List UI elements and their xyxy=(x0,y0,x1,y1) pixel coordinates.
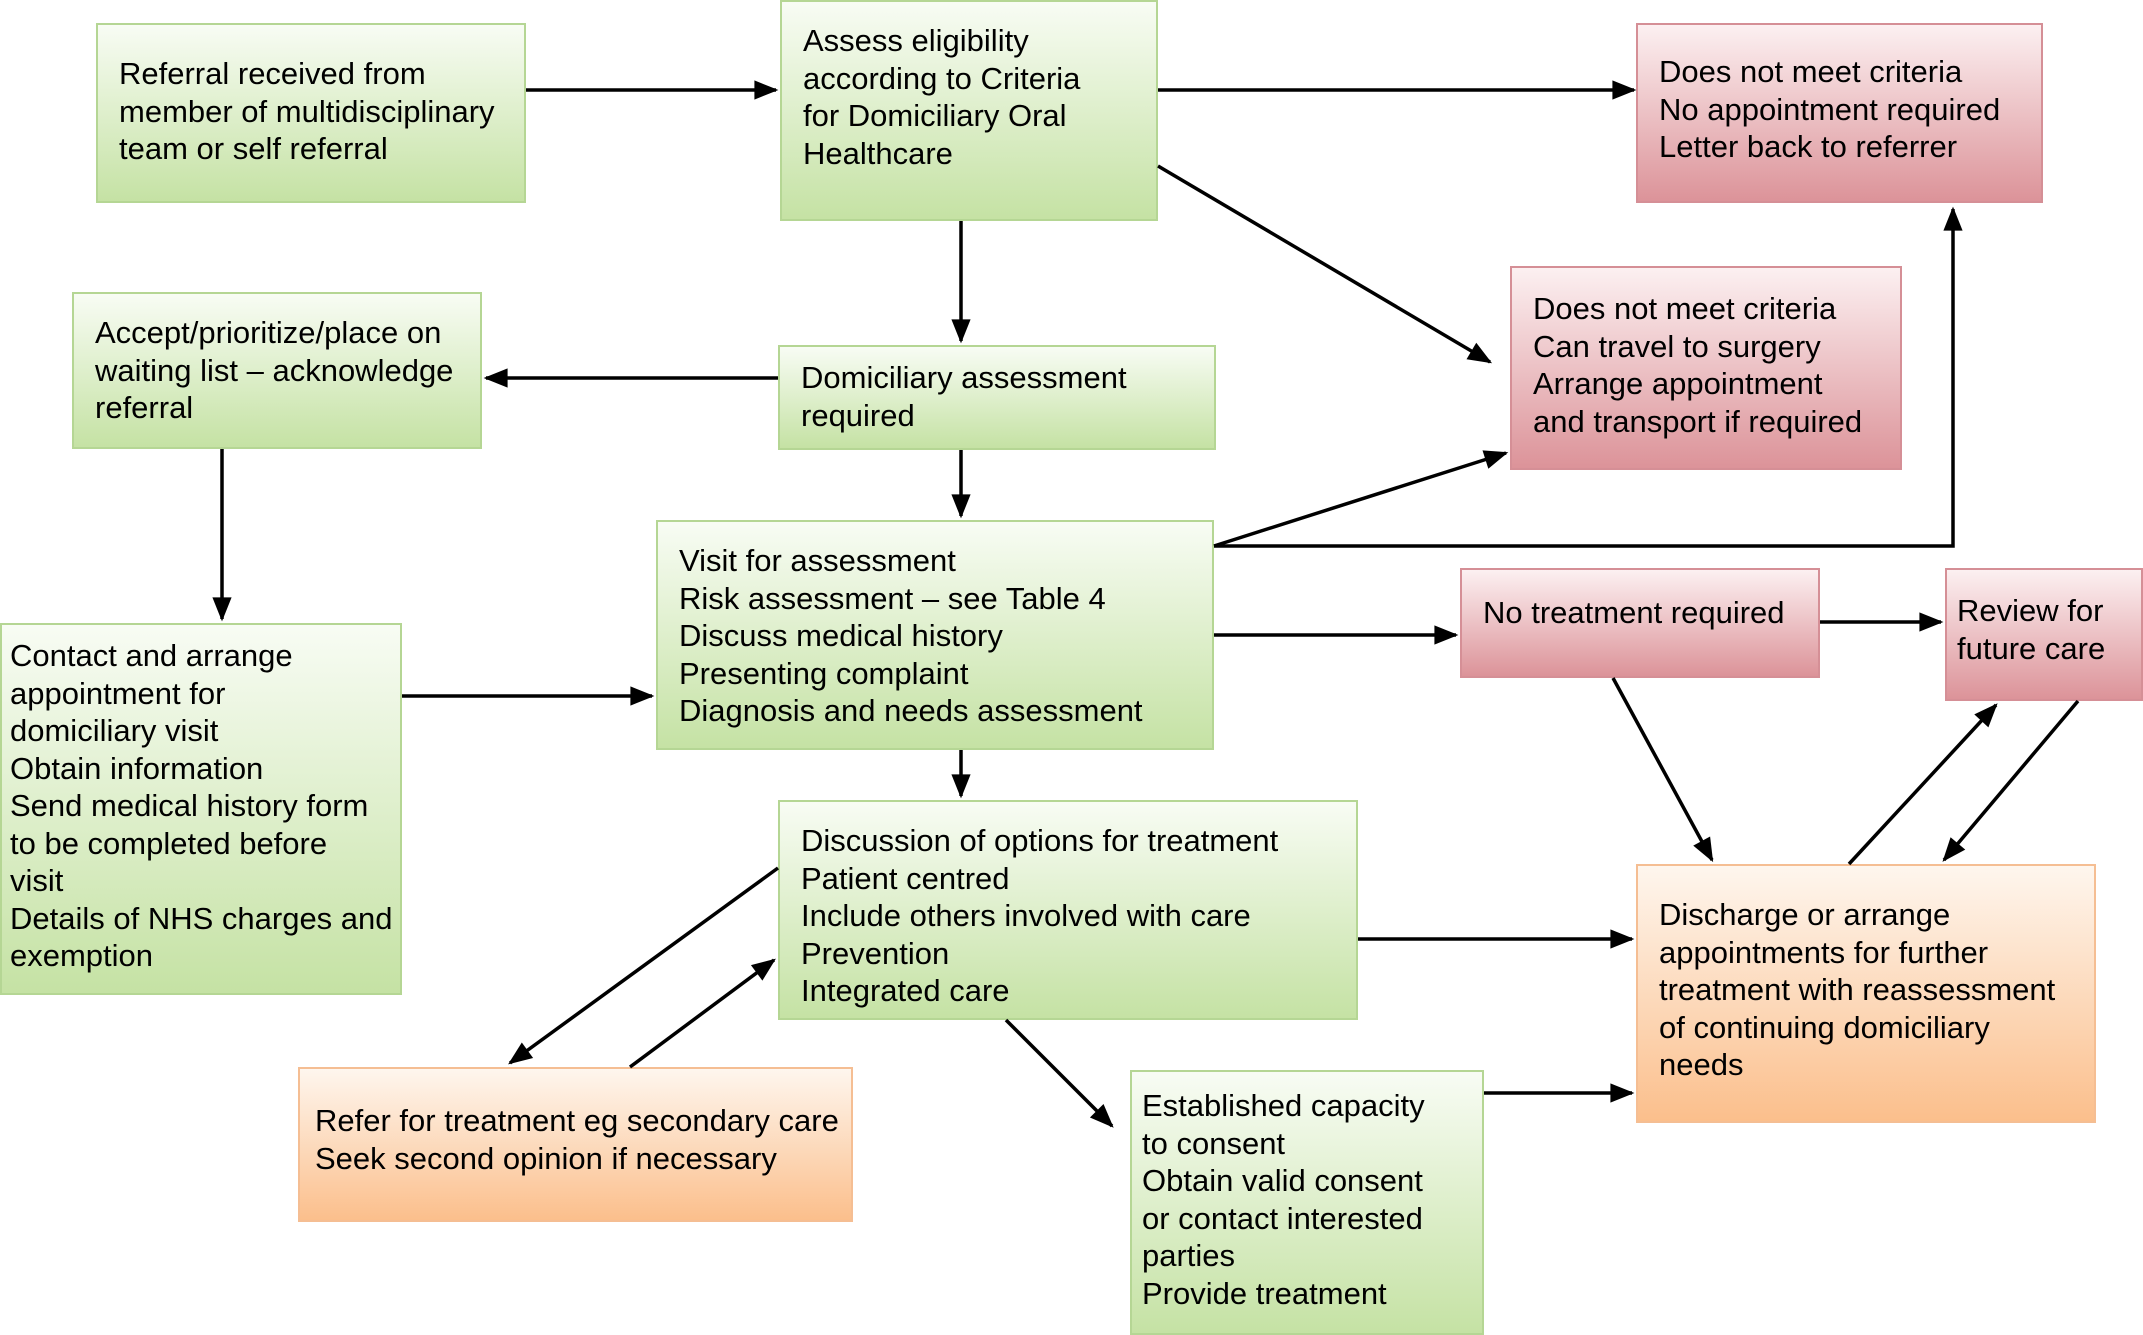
box-line: team or self referral xyxy=(119,131,388,166)
arrow-discussion-to-consent xyxy=(1004,1018,1114,1128)
box-line: waiting list – acknowledge xyxy=(95,352,454,388)
box-line: parties xyxy=(1142,1238,1236,1273)
box-line: exemption xyxy=(10,938,154,973)
box-line: Visit for assessment xyxy=(679,543,956,578)
box-line: Letter back to referrer xyxy=(1659,129,1958,164)
no-treatment-text: No treatment required xyxy=(1483,594,1810,632)
box-line: Arrange appointment xyxy=(1533,366,1823,401)
arrow-discharge-to-review xyxy=(1847,703,1998,866)
box-line: referral xyxy=(95,390,194,425)
box-line: No appointment required xyxy=(1659,91,2001,127)
box-line: or contact interested xyxy=(1142,1200,1423,1236)
box-line: future care xyxy=(1957,630,2106,666)
box-line: Send medical history form xyxy=(10,788,369,823)
arrow-no-treatment-to-discharge xyxy=(1611,677,1714,863)
box-line: Presenting complaint xyxy=(679,655,969,691)
box-line: Discharge or arrange xyxy=(1659,897,1951,932)
box-line: Patient centred xyxy=(801,860,1010,896)
box-line: of continuing domiciliary xyxy=(1659,1009,1990,1045)
box-line: Assess eligibility xyxy=(803,23,1029,58)
box-line: appointments for further xyxy=(1659,934,1989,970)
box-line: to be completed before xyxy=(10,825,328,861)
box-line: Details of NHS charges and xyxy=(10,900,393,936)
box-line: member of multidisciplinary xyxy=(119,93,495,129)
box-line: treatment with reassessment xyxy=(1659,972,2056,1007)
box-line: Can travel to surgery xyxy=(1533,328,1821,364)
box-line: for Domiciliary Oral xyxy=(803,98,1067,133)
box-line: Referral received from xyxy=(119,56,426,91)
box-line: required xyxy=(801,397,915,433)
arrow-visit-to-not-meet-letter xyxy=(1214,206,1963,548)
box-line: Include others involved with care xyxy=(801,898,1251,933)
no-treatment-box: No treatment required xyxy=(1460,568,1820,678)
box-line: Refer for treatment eg secondary care xyxy=(315,1103,839,1138)
box-line: Risk assessment – see Table 4 xyxy=(679,580,1106,616)
box-line: Obtain information xyxy=(10,750,264,786)
box-line: domiciliary visit xyxy=(10,713,219,748)
box-line: Obtain valid consent xyxy=(1142,1163,1423,1198)
arrow-review-to-discharge xyxy=(1942,699,2080,862)
box-line: visit xyxy=(10,863,64,898)
box-line: Established capacity xyxy=(1142,1088,1425,1123)
box-line: Accept/prioritize/place on xyxy=(95,315,442,350)
arrow-assess-to-not-meet-travel xyxy=(1157,164,1493,364)
arrow-refer-to-discussion xyxy=(628,958,776,1069)
box-line: to consent xyxy=(1142,1125,1286,1161)
box-line: Integrated care xyxy=(801,973,1010,1008)
box-line: appointment for xyxy=(10,675,226,711)
box-line: No treatment required xyxy=(1483,595,1785,630)
box-line: Prevention xyxy=(801,935,950,971)
box-line: according to Criteria xyxy=(803,60,1081,96)
box-line: and transport if required xyxy=(1533,403,1863,439)
box-line: needs xyxy=(1659,1047,1744,1082)
box-line: Domiciliary assessment xyxy=(801,360,1127,395)
box-line: Seek second opinion if necessary xyxy=(315,1140,777,1176)
arrow-visit-to-not-meet-travel xyxy=(1213,450,1509,548)
box-line: Review for xyxy=(1957,593,2104,628)
arrow-discussion-to-refer xyxy=(508,866,780,1065)
box-line: Diagnosis and needs assessment xyxy=(679,693,1143,728)
box-line: Provide treatment xyxy=(1142,1275,1387,1311)
box-line: Healthcare xyxy=(803,135,953,171)
box-line: Contact and arrange xyxy=(10,638,293,673)
box-line: Does not meet criteria xyxy=(1533,291,1837,326)
box-line: Does not meet criteria xyxy=(1659,54,1963,89)
box-line: Discussion of options for treatment xyxy=(801,823,1279,858)
box-line: Discuss medical history xyxy=(679,618,1003,653)
